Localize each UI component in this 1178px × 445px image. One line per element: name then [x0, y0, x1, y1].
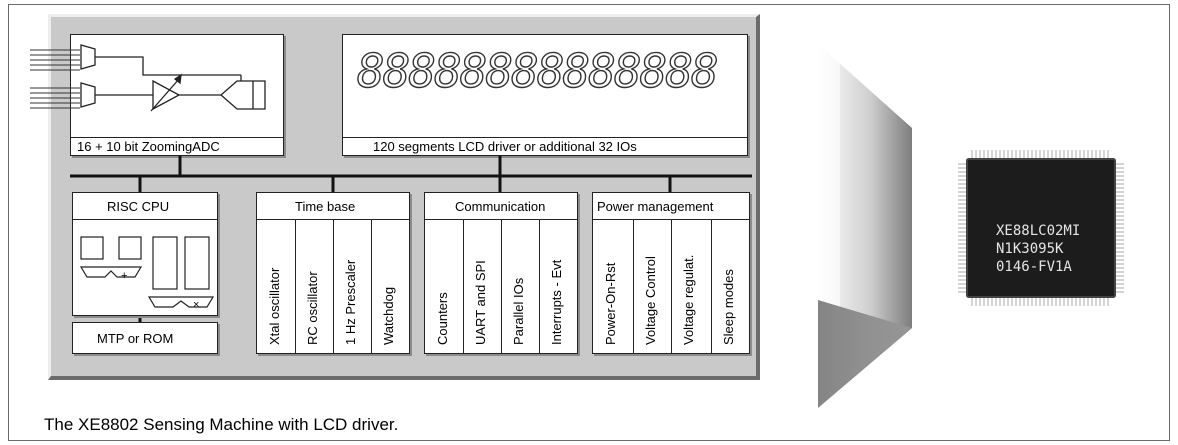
- cpu-label: RISC CPU: [107, 199, 170, 214]
- communication-block: Communication Counters UART and SPI Para…: [424, 192, 578, 354]
- lcd-label: 120 segments LCD driver or additional 32…: [373, 139, 637, 154]
- power-management-block: Power management Power-On-Rst Voltage Co…: [592, 192, 750, 354]
- cpu-block: RISC CPU + ×: [72, 192, 218, 316]
- chip-package: XE88LC02MI N1K3095K 0146-FV1A: [966, 158, 1116, 298]
- memory-label: MTP or ROM: [97, 331, 174, 346]
- time-base-block: Time base Xtal oscillator RC oscillator …: [256, 192, 410, 354]
- adc-block: 16 + 10 bit ZoomingADC: [70, 34, 284, 156]
- adc-schematic-icon: [80, 44, 266, 112]
- multiplier-symbol: ×: [193, 299, 200, 311]
- adder-symbol: +: [121, 270, 128, 282]
- figure-caption: The XE8802 Sensing Machine with LCD driv…: [44, 415, 399, 434]
- adc-label: 16 + 10 bit ZoomingADC: [77, 139, 220, 154]
- memory-block: MTP or ROM: [72, 322, 218, 354]
- time-base-title: Time base: [295, 199, 356, 214]
- power-management-title: Power management: [597, 199, 714, 214]
- communication-title: Communication: [455, 199, 546, 214]
- chip-marking-line-1: XE88LC02MI: [996, 223, 1081, 239]
- lcd-digit-display: 88888888888888: [356, 43, 719, 98]
- chip-marking-line-3: 0146-FV1A: [996, 259, 1072, 275]
- chip-marking-line-2: N1K3095K: [996, 241, 1064, 257]
- cpu-alu-icon: [79, 236, 215, 308]
- lcd-block: 88888888888888 120 segments LCD driver o…: [342, 34, 748, 156]
